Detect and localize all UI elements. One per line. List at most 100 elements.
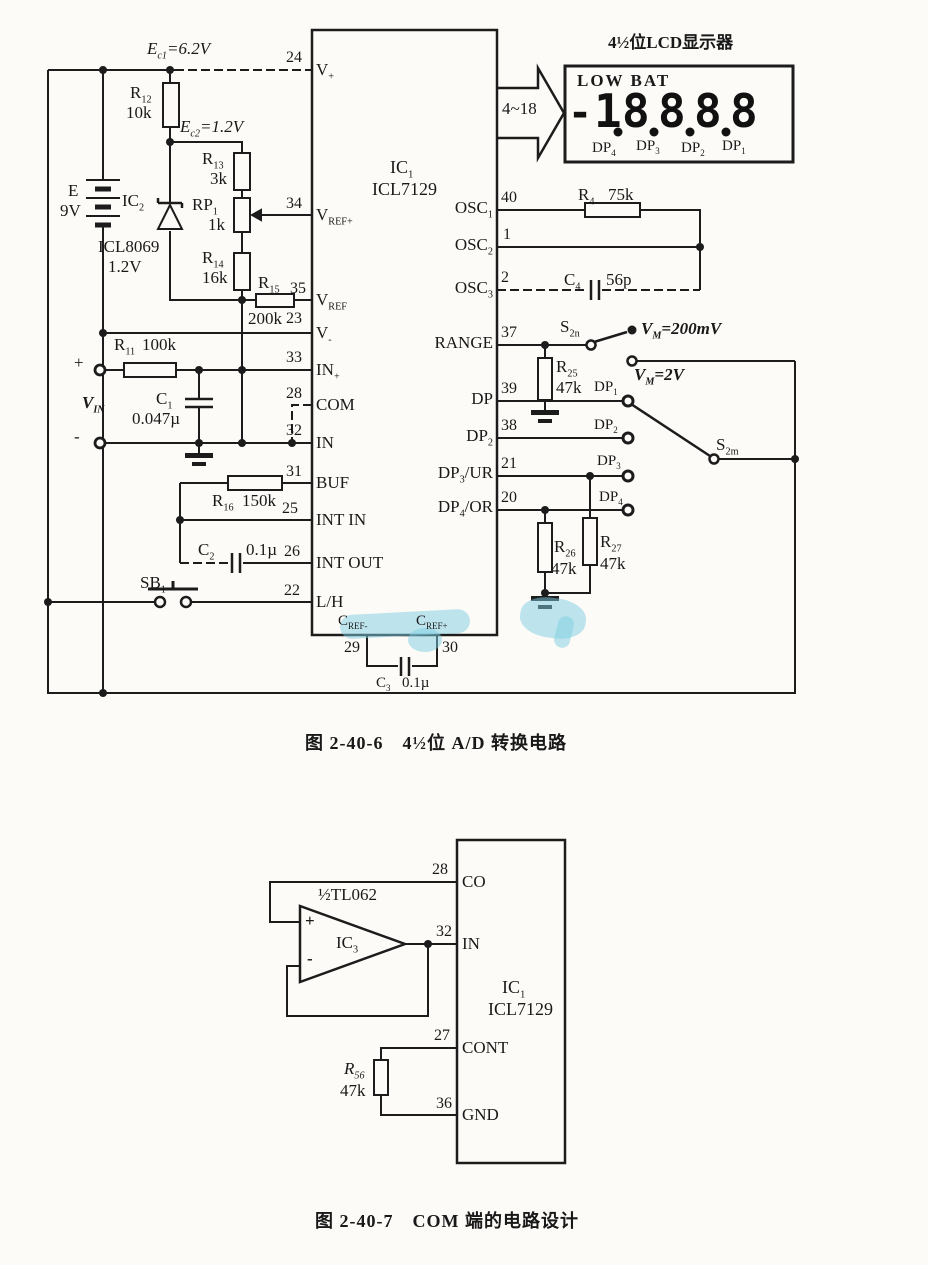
- vin-label: VIN: [82, 393, 105, 416]
- pin-name: RANGE: [434, 333, 493, 352]
- pin-name: INT IN: [316, 510, 367, 529]
- ref-ic-ref: IC2: [122, 191, 145, 214]
- pin-name: CONT: [462, 1038, 509, 1057]
- lcd-minus-sign: -: [568, 90, 593, 136]
- pin-number: 20: [501, 489, 517, 506]
- pin-number: 37: [501, 324, 517, 341]
- rp1-value: 1k: [208, 215, 225, 234]
- lcd-digit: 8: [622, 84, 650, 138]
- fig2-ic-ref: IC1: [502, 977, 526, 1001]
- r15-value: 200k: [248, 309, 282, 328]
- pin-name: V-: [316, 323, 332, 346]
- ec2-voltage-label: Ec2=1.2V: [180, 117, 244, 140]
- fig1-wires: [47, 69, 796, 694]
- pin-number: 33: [286, 349, 302, 366]
- pin-number: 26: [284, 543, 300, 560]
- lcd-digit: 8: [694, 84, 722, 138]
- pin-name: IN+: [316, 360, 340, 383]
- lcd-half-digit: 1: [594, 84, 622, 138]
- opamp-label: ½TL062: [318, 885, 378, 904]
- r56-ref: R56: [344, 1059, 365, 1082]
- lcd-box: [563, 64, 795, 164]
- figure1-caption: 图 2-40-6 4½位 A/D 转换电路: [305, 733, 567, 753]
- battery-symbol: [86, 179, 120, 228]
- r4-ref: R4: [578, 185, 595, 208]
- pin-number: 32: [286, 422, 302, 439]
- pin-number: 34: [286, 195, 302, 212]
- switch-s2n: [585, 325, 638, 367]
- c4-ref: C4: [564, 270, 581, 293]
- r11-ref: R11: [114, 335, 136, 358]
- c2-ref: C2: [198, 540, 215, 563]
- battery-value: 9V: [60, 201, 81, 220]
- fig2-ic-part: ICL7129: [488, 999, 553, 1019]
- potentiometer-wiper-arrow: [249, 208, 262, 222]
- lcd-dp1-label: DP1: [722, 138, 746, 156]
- pin-name: OSC1: [454, 198, 493, 221]
- pin-number: 28: [286, 385, 302, 402]
- pin-number: 25: [282, 500, 298, 517]
- r56-value: 47k: [340, 1081, 366, 1100]
- pin-name: DP4/OR: [437, 497, 493, 520]
- r12-value: 10k: [126, 103, 152, 122]
- range-200mv-label: VM=200mV: [641, 319, 722, 342]
- rp1-ref: RP1: [192, 195, 218, 218]
- pin-name: GND: [462, 1105, 499, 1124]
- pin-number: 40: [501, 189, 517, 206]
- pin-number: 31: [286, 463, 302, 480]
- pin-name: V+: [316, 60, 335, 83]
- dp1-terminal-label: DP1: [594, 379, 618, 397]
- pin-name: DP3/UR: [437, 463, 493, 486]
- pin-number: 23: [286, 310, 302, 327]
- zener-diode-symbol: [156, 198, 184, 230]
- pin-name: VREF: [316, 290, 347, 313]
- dp4-terminal-label: DP4: [599, 489, 623, 507]
- r14-value: 16k: [202, 268, 228, 287]
- switch-s2n-label: S2n: [560, 317, 580, 340]
- pin-number: 29: [344, 639, 360, 656]
- pin-number: 38: [501, 417, 517, 434]
- lcd-dp4-label: DP4: [592, 140, 616, 158]
- r16-ref: R16: [212, 491, 234, 514]
- pin-number: 28: [432, 861, 448, 878]
- c3-value: 0.1µ: [402, 675, 430, 691]
- pushbutton-sb1-label: SB1: [140, 573, 166, 596]
- pin-number: 27: [434, 1027, 450, 1044]
- pin-number: 32: [436, 923, 452, 940]
- pin-name: IN: [462, 934, 480, 953]
- ec1-voltage-label: Ec1=6.2V: [147, 39, 211, 62]
- r16-value: 150k: [242, 491, 276, 510]
- r13-value: 3k: [210, 169, 227, 188]
- pin-name: BUF: [316, 473, 350, 492]
- pin-name: COM: [316, 395, 355, 414]
- r26-ref: R26: [554, 537, 576, 560]
- pin-name: CREF+: [416, 613, 448, 631]
- c4-value: 56p: [606, 270, 632, 289]
- dp3-terminal-label: DP3: [597, 453, 621, 471]
- ref-ic-part: ICL8069: [98, 237, 160, 256]
- opamp-plus-input: +: [305, 911, 315, 930]
- pin-number: 24: [286, 49, 302, 66]
- pin-number: 39: [501, 380, 517, 397]
- input-minus-sign: -: [74, 427, 80, 446]
- lcd-title: 4½位LCD显示器: [608, 33, 734, 52]
- pin-name: CO: [462, 872, 486, 891]
- opamp-triangle: [298, 904, 409, 984]
- lcd-decimal-points: [613, 127, 731, 137]
- c2-value: 0.1µ: [246, 540, 278, 559]
- capacitor-symbols: [185, 280, 601, 676]
- pin-number: 22: [284, 582, 300, 599]
- pin-name: OSC3: [454, 278, 493, 301]
- pin-name: CREF-: [338, 613, 368, 631]
- pushbutton-sb1: [148, 581, 198, 609]
- pin-name: IN: [316, 433, 334, 452]
- r27-value: 47k: [600, 554, 626, 573]
- input-terminals: [93, 363, 107, 450]
- c1-ref: C1: [156, 389, 173, 412]
- r13-ref: R13: [202, 149, 224, 172]
- pin-number: 21: [501, 455, 517, 472]
- pin-number: 30: [442, 639, 458, 656]
- switch-s2m: [630, 402, 795, 465]
